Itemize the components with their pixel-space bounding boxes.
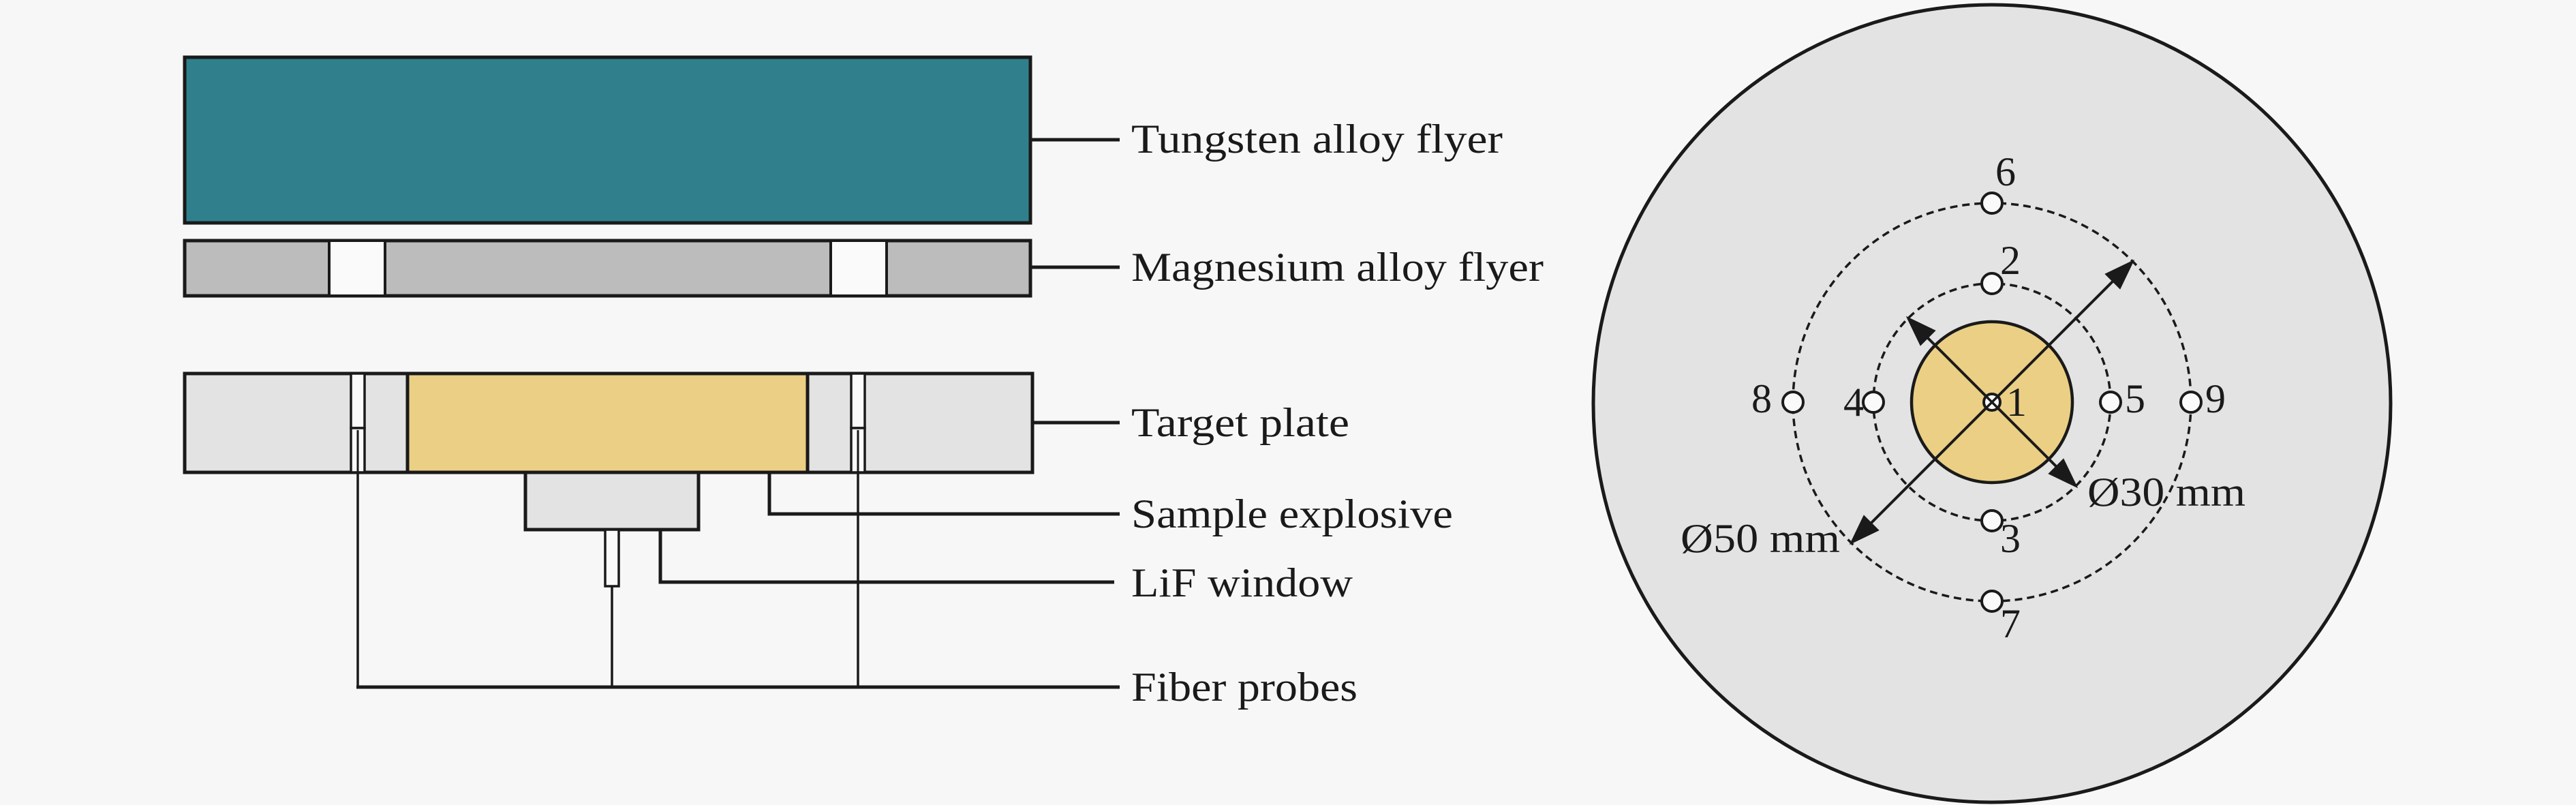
probe-point-8	[1781, 391, 1805, 414]
probe-point-7	[1980, 590, 2004, 613]
dimension-arrow-50mm	[1991, 259, 2135, 404]
dimension-label-30mm: Ø30 mm	[2087, 470, 2245, 515]
center-probe-tube	[604, 528, 620, 588]
probe-label-4: 4	[1843, 380, 1864, 425]
top-view: 1 2 3 4 5 6 7 8 9 Ø30 mm Ø50 mm	[1591, 3, 2393, 804]
tungsten-flyer	[183, 55, 1032, 225]
probe-label-7: 7	[2000, 601, 2021, 646]
probe-hole-right	[850, 372, 866, 474]
probe-point-5	[2099, 391, 2122, 414]
lif-window	[523, 470, 701, 588]
probe-label-1: 1	[2006, 380, 2027, 425]
flyer-slot-left	[328, 239, 386, 297]
label-sample-explosive: Sample explosive	[1131, 491, 1453, 536]
fiber-probe-lines	[356, 472, 1120, 689]
probe-label-8: 8	[1751, 376, 1772, 421]
leader-explosive	[767, 472, 1120, 516]
label-lif-window: LiF window	[1131, 560, 1353, 605]
probe-points	[1781, 192, 2203, 613]
probe-label-6: 6	[1995, 149, 2016, 194]
leader-lines	[658, 138, 1120, 584]
dimension-label-50mm: Ø50 mm	[1681, 516, 1840, 561]
label-fiber-probes: Fiber probes	[1131, 665, 1358, 710]
dimension-arrow-30mm-b	[1991, 401, 2079, 489]
probe-hole-left	[350, 372, 366, 474]
sample-explosive	[405, 371, 810, 474]
label-magnesium-flyer: Magnesium alloy flyer	[1131, 245, 1544, 290]
probe-label-9: 9	[2205, 376, 2226, 421]
probe-number-labels: 1 2 3 4 5 6 7 8 9	[1751, 149, 2226, 646]
flyer-slot-right	[829, 239, 888, 297]
probe-label-2: 2	[2000, 238, 2021, 283]
label-tungsten-flyer: Tungsten alloy flyer	[1131, 117, 1503, 162]
probe-label-5: 5	[2125, 376, 2145, 421]
dimension-arrow-30mm	[1905, 316, 1993, 404]
probe-label-3: 3	[2000, 516, 2021, 561]
dimension-arrow-50mm-b	[1849, 401, 1993, 545]
label-target-plate: Target plate	[1131, 400, 1349, 445]
side-view: Tungsten alloy flyer Magnesium alloy fly…	[183, 55, 1544, 710]
probe-point-9	[2179, 391, 2203, 414]
target-plate	[183, 371, 1034, 474]
center-probe-cross-2	[1985, 395, 1999, 409]
probe-point-4	[1862, 391, 1885, 414]
magnesium-flyer	[183, 239, 1032, 298]
side-view-labels: Tungsten alloy flyer Magnesium alloy fly…	[1131, 117, 1544, 710]
probe-point-6	[1980, 192, 2004, 215]
probe-point-2	[1980, 272, 2004, 295]
probe-point-3	[1980, 509, 2004, 532]
leader-lif	[658, 530, 1114, 584]
